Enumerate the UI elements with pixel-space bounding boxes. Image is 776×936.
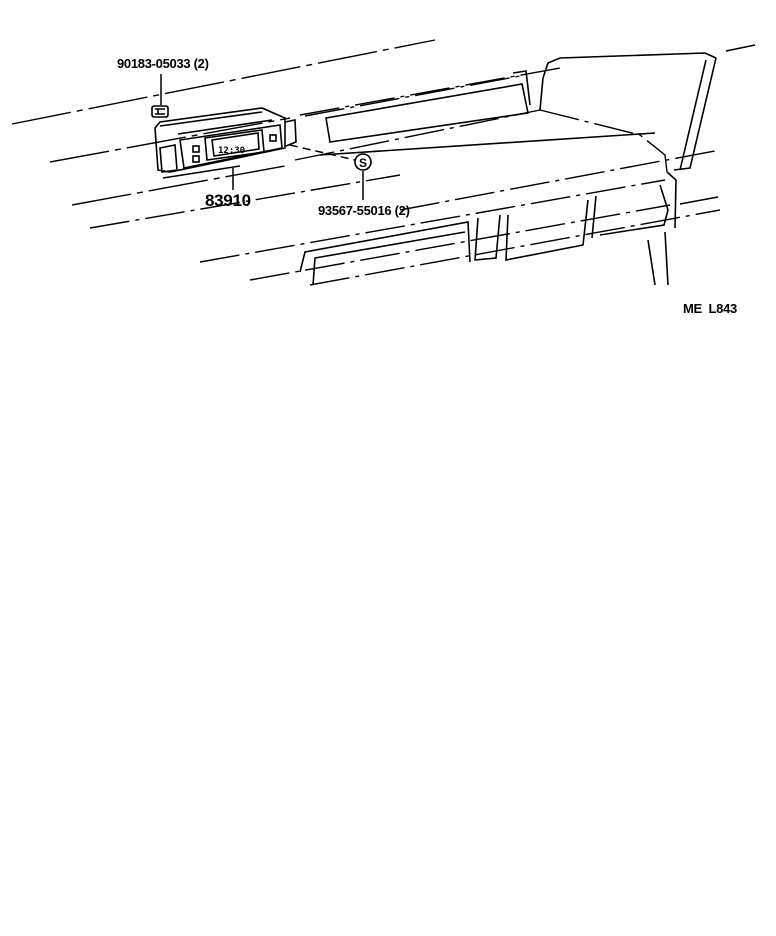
clip-part [151, 105, 169, 118]
callout-bolt-label: 90183-05033 (2) [117, 56, 209, 71]
clock-assembly [154, 107, 297, 179]
instrument-panel-outline [11, 39, 756, 286]
leader-screw-dash [289, 144, 356, 161]
screw-marker-icon [354, 153, 372, 171]
reference-code: ME L843 [683, 301, 737, 316]
clock-display-text: 12:30 [218, 146, 245, 156]
callout-clock-label: 83910 [205, 191, 251, 210]
callout-screw-label: 93567-55016 (2) [318, 203, 410, 218]
screw-marker-letter: S [359, 156, 367, 170]
